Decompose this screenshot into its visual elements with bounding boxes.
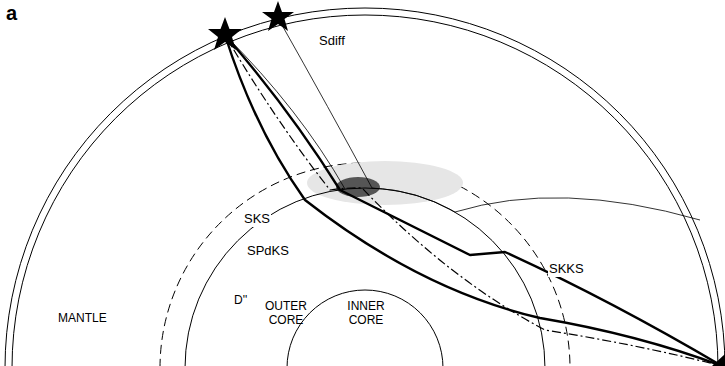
phase-label: SKKS [548,262,585,277]
earth-surface [5,8,725,366]
receiver-triangle [712,354,725,366]
region-label: OUTER CORE [260,300,312,328]
ulvz-halo [307,161,463,205]
sks-ray [225,35,722,366]
skks-ray [225,35,722,366]
panel-letter: a [6,2,17,25]
layer-label: D'' [233,294,248,308]
ulvz-patch [336,177,380,197]
d-double-prime-layer [160,163,570,366]
source-star [208,17,242,50]
inner-core-boundary [287,290,443,366]
phase-label: Sdiff [318,34,346,49]
region-label: INNER CORE [340,300,392,328]
phase-label: SKS [243,212,271,227]
core-mantle-boundary [185,188,545,366]
phase-label: SPdKS [246,244,290,259]
region-label: MANTLE [58,312,107,326]
skks-core-leg [340,190,470,255]
ray-leg [225,35,345,189]
source-star [262,1,294,31]
spdks-ray [225,35,722,366]
